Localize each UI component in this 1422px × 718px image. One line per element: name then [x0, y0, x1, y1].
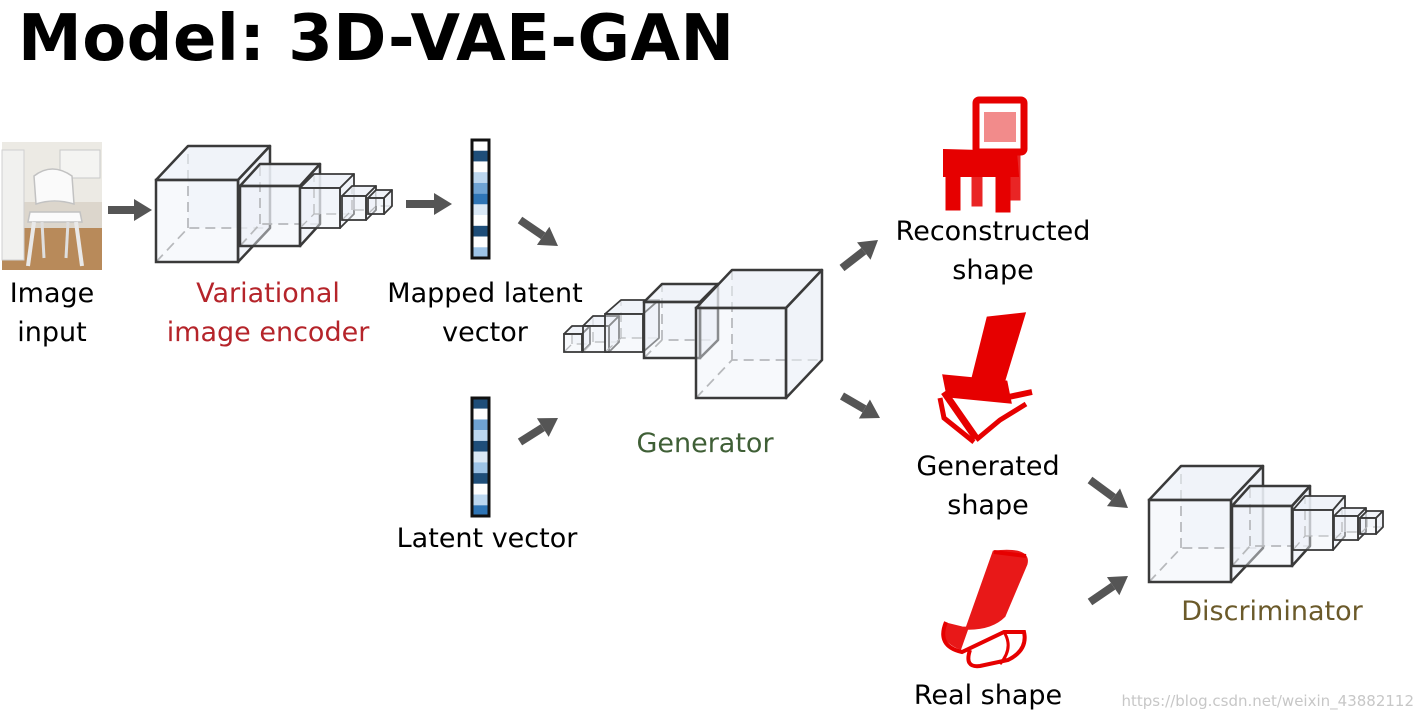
arrow-real-to-discriminator — [1087, 576, 1128, 606]
mapped-latent-cell — [472, 193, 489, 205]
mapped-latent-cell — [472, 161, 489, 173]
mapped-latent-label-line1: Mapped latent — [387, 278, 583, 309]
mapped-latent-cell — [472, 140, 489, 151]
latent-cell — [472, 483, 489, 495]
image-input-label: Image input — [0, 274, 104, 352]
latent-cell — [472, 440, 489, 452]
latent-vector-label: Latent vector — [396, 523, 578, 554]
latent-cell — [472, 451, 489, 463]
arrow-mapped-to-generator — [517, 216, 558, 246]
mapped-latent-label: Mapped latent vector — [380, 274, 590, 352]
latent-cell — [472, 473, 489, 484]
reconstructed-shape-label: Reconstructed shape — [884, 212, 1102, 290]
latent-cell — [472, 408, 489, 420]
reconstructed-chair-shape — [943, 96, 1028, 213]
arrow-generated-to-discriminator — [1087, 476, 1128, 508]
generator-cube-5 — [694, 268, 824, 400]
mapped-latent-cell — [472, 247, 489, 258]
image-input-label-line2: input — [17, 317, 87, 348]
reconstructed-label-line2: shape — [952, 255, 1034, 286]
image-input-label-line1: Image — [9, 278, 95, 309]
mapped-latent-label-line2: vector — [442, 317, 528, 348]
arrow-latent-to-generator — [517, 418, 558, 446]
latent-vector — [470, 396, 491, 518]
mapped-latent-cell — [472, 215, 489, 226]
mapped-latent-cell — [472, 150, 489, 162]
mapped-latent-vector — [470, 138, 491, 260]
latent-cell — [472, 505, 489, 516]
latent-cell — [472, 430, 489, 441]
encoder-label-line1: Variational — [196, 278, 340, 309]
arrow-image-to-encoder — [108, 199, 152, 221]
generator-label: Generator — [636, 428, 774, 459]
real-shape-label: Real shape — [913, 680, 1063, 711]
chair-photo — [1, 142, 102, 270]
page-title: Model: 3D-VAE-GAN — [18, 2, 735, 76]
generated-label-line2: shape — [947, 490, 1029, 521]
discriminator-cube-5 — [1359, 510, 1384, 535]
generator-cube-4 — [642, 282, 720, 360]
latent-cell — [472, 398, 489, 409]
discriminator-network — [1147, 464, 1384, 584]
discriminator-cube-1 — [1147, 464, 1265, 584]
latent-cell — [472, 419, 489, 431]
watermark: https://blog.csdn.net/weixin_43882112 — [1121, 692, 1414, 710]
discriminator-cube-3 — [1292, 495, 1346, 551]
encoder-label: Variational image encoder — [158, 274, 378, 352]
encoder-label-line2: image encoder — [166, 317, 370, 348]
mapped-latent-cell — [472, 225, 489, 237]
encoder-network — [154, 144, 393, 264]
mapped-latent-cell — [472, 236, 489, 248]
real-chair-shape — [941, 549, 1028, 669]
encoder-cube-5 — [367, 189, 393, 215]
discriminator-label: Discriminator — [1181, 596, 1363, 627]
encoder-cube-1 — [154, 144, 272, 264]
latent-cell — [472, 494, 489, 506]
arrow-encoder-to-vector — [406, 193, 452, 215]
generator-cube-1 — [563, 325, 591, 353]
mapped-latent-cell — [472, 182, 489, 194]
mapped-latent-cell — [472, 172, 489, 183]
generator-network — [563, 268, 824, 400]
arrow-generator-to-generated — [839, 392, 880, 419]
arrow-generator-to-reconstructed — [839, 240, 878, 272]
generated-shape-label: Generated shape — [898, 447, 1078, 525]
mapped-latent-cell — [472, 204, 489, 216]
generated-label-line1: Generated — [916, 451, 1060, 482]
arrows — [108, 193, 1128, 606]
generated-chair-shape — [937, 312, 1033, 444]
latent-cell — [472, 462, 489, 474]
reconstructed-label-line1: Reconstructed — [895, 216, 1091, 247]
